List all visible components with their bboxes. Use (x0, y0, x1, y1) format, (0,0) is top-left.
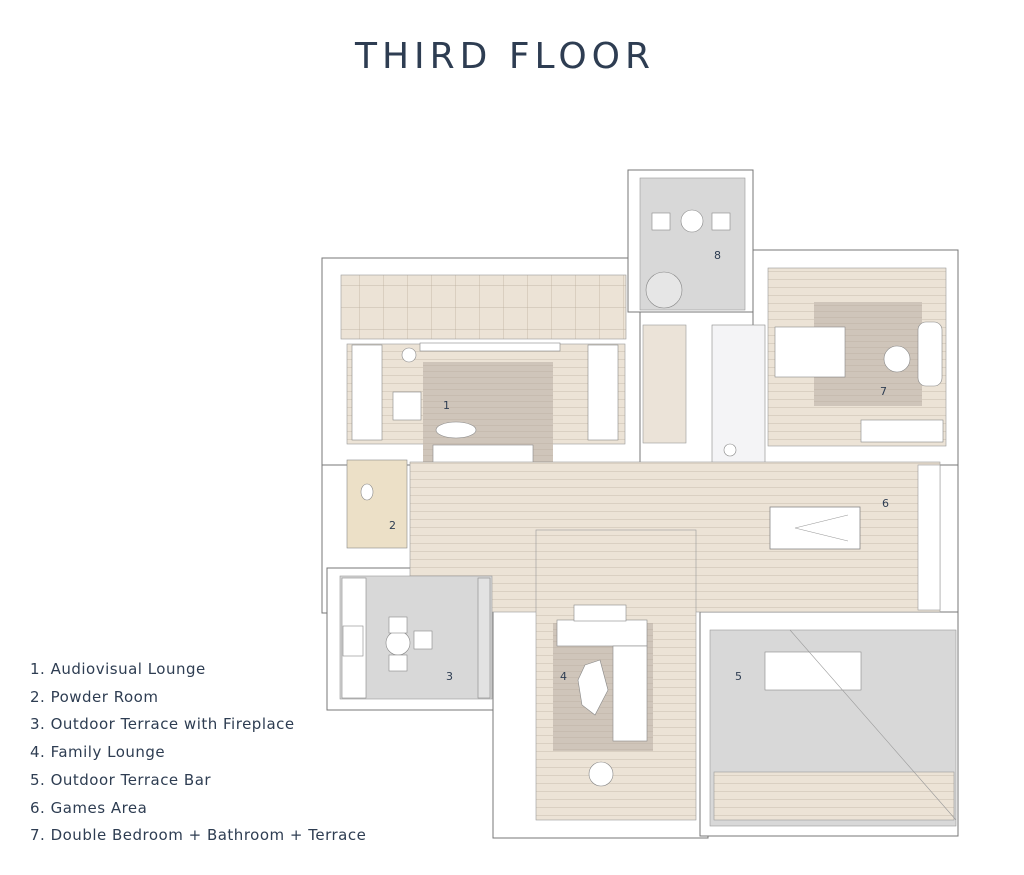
room-label-7: 7 (880, 385, 887, 398)
room-1-audiovisual-lounge: 1 (340, 274, 627, 473)
room-label-4: 4 (560, 670, 567, 683)
room-label-2: 2 (389, 519, 396, 532)
page-title: THIRD FLOOR (354, 36, 656, 77)
room-label-5: 5 (735, 670, 742, 683)
legend-item: 3. Outdoor Terrace with Fireplace (30, 715, 295, 734)
room-8-terrace: 8 (639, 177, 746, 311)
room-7-double-bedroom: 7 (767, 267, 947, 447)
room-legend: 1. Audiovisual Lounge 2. Powder Room 3. … (30, 656, 366, 850)
room-label-8: 8 (714, 249, 721, 262)
room-5-outdoor-terrace-bar: 5 (709, 629, 957, 827)
legend-item: 7. Double Bedroom + Bathroom + Terrace (30, 826, 367, 845)
legend-item: 1. Audiovisual Lounge (30, 660, 206, 678)
room-label-3: 3 (446, 670, 453, 683)
room-label-1: 1 (443, 399, 450, 412)
room-label-6: 6 (882, 497, 889, 510)
legend-item: 2. Powder Room (30, 687, 159, 706)
room-2-powder-room: 2 (346, 459, 408, 549)
legend-item: 4. Family Lounge (30, 743, 166, 762)
room-4-family-lounge: 4 (535, 529, 697, 821)
legend-item: 5. Outdoor Terrace Bar (30, 770, 212, 789)
room-3-outdoor-terrace-fireplace: 3 (339, 575, 493, 700)
legend-item: 6. Games Area (30, 798, 148, 817)
stairs (642, 324, 687, 444)
bathroom (711, 324, 766, 464)
